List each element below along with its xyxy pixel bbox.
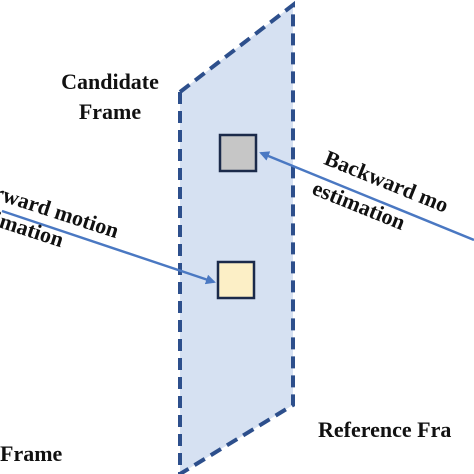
candidate-frame-plane	[178, 0, 295, 474]
candidate-block	[218, 133, 258, 173]
left-frame-label: Frame	[0, 441, 63, 466]
candidate-frame-label: Candidate Frame	[40, 70, 180, 124]
reference-block	[216, 260, 256, 300]
backward-motion-arrow	[259, 151, 474, 242]
candidate-frame-label-line2: Frame	[78, 99, 142, 124]
forward-motion-arrow	[1, 209, 216, 285]
candidate-frame-label-line1: Candidate	[61, 69, 159, 94]
reference-frame-label: Reference Fra	[318, 417, 452, 442]
